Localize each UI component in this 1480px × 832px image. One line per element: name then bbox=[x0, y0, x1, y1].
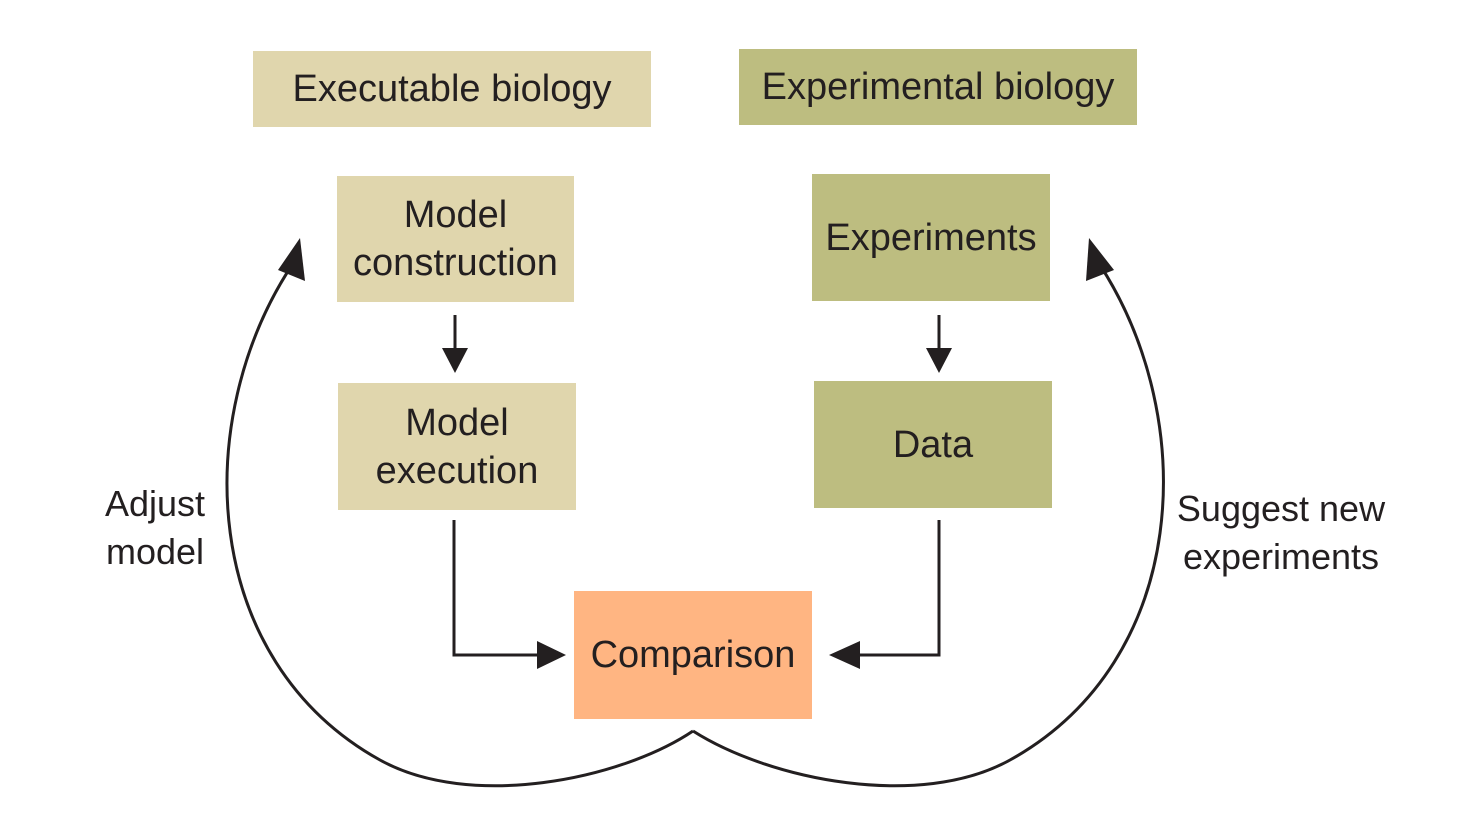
model-execution-line-2: execution bbox=[375, 449, 539, 492]
adjust-model-line-2: model bbox=[105, 531, 205, 572]
arrowhead-suggest-experiments bbox=[1086, 238, 1114, 281]
data-node: Data bbox=[814, 381, 1052, 508]
experimental-biology-label: Experimental biology bbox=[761, 66, 1115, 108]
comparison-label: Comparison bbox=[590, 634, 796, 676]
experiments-node: Experiments bbox=[812, 174, 1050, 301]
experiments-label: Experiments bbox=[825, 216, 1037, 259]
model-execution-node: Model execution bbox=[338, 383, 576, 510]
suggest-experiments-loop-arrow bbox=[692, 264, 1165, 788]
adjust-model-label: Adjust model bbox=[80, 480, 230, 576]
model-construction-node: Model construction bbox=[337, 176, 574, 302]
executable-biology-header: Executable biology bbox=[253, 51, 651, 127]
adjust-model-line-1: Adjust bbox=[104, 483, 206, 524]
execution-to-comparison-arrow bbox=[452, 520, 545, 657]
arrowhead-data bbox=[926, 348, 952, 373]
arrowhead-execution bbox=[442, 348, 468, 373]
data-label: Data bbox=[892, 423, 974, 466]
suggest-line-2: experiments bbox=[1182, 536, 1380, 577]
adjust-model-loop-arrow bbox=[225, 264, 694, 788]
arrowhead-comparison-right bbox=[829, 641, 860, 669]
model-construction-line-1: Model bbox=[403, 194, 508, 236]
executable-biology-label: Executable biology bbox=[292, 68, 612, 110]
comparison-node: Comparison bbox=[574, 591, 812, 719]
experimental-biology-header: Experimental biology bbox=[739, 49, 1137, 125]
arrowhead-comparison-left bbox=[537, 641, 566, 669]
suggest-line-1: Suggest new bbox=[1176, 488, 1386, 529]
data-to-comparison-arrow bbox=[855, 520, 941, 657]
model-construction-line-2: construction bbox=[353, 242, 558, 284]
model-execution-line-1: Model bbox=[405, 401, 509, 444]
arrowhead-adjust-model bbox=[278, 238, 305, 281]
suggest-new-experiments-label: Suggest new experiments bbox=[1155, 485, 1407, 581]
